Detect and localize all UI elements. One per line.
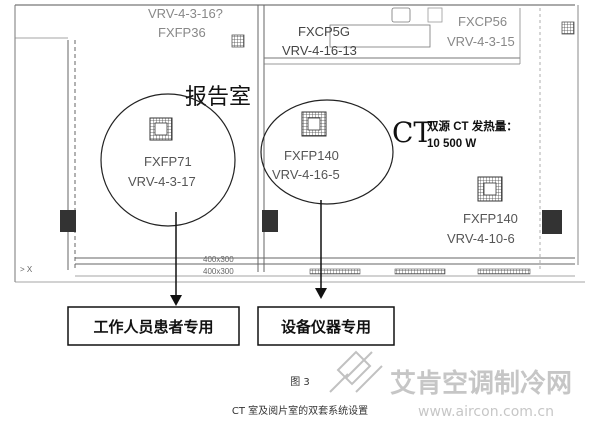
top-right-fxcp-label: FXCP56: [458, 14, 507, 29]
ct-room-name: CT: [392, 116, 432, 149]
ct-heat-note-line1: 双源 CT 发热量：: [426, 119, 518, 133]
top-mid-vrv-label: VRV-4-16-13: [282, 43, 357, 58]
cassette-unit-mid-icon: [301, 111, 327, 137]
top-left-grille: [231, 34, 245, 48]
duct-label-1: 400x300: [203, 255, 234, 264]
report-room-zone-circle: [100, 93, 236, 227]
top-left-vrv-label: VRV-4-3-16?: [148, 6, 223, 21]
unit-right-system: VRV-4-10-6: [447, 231, 515, 246]
unit-mid-model: FXFP140: [284, 148, 339, 163]
top-right-grille: [561, 21, 575, 35]
report-room-name: 报告室: [185, 85, 251, 110]
ct-equipment-zone-circle: [260, 99, 394, 205]
top-chair: [391, 7, 411, 23]
top-right-vrv-label: VRV-4-3-15: [447, 34, 515, 49]
cassette-unit-left-icon: [149, 117, 173, 141]
unit-left-model: FXFP71: [144, 154, 192, 169]
arrow-staff-head: [170, 295, 182, 306]
unit-mid-system: VRV-4-16-5: [272, 167, 340, 182]
top-mid-fxcp-label: FXCP5G: [298, 24, 350, 39]
unit-left-system: VRV-4-3-17: [128, 174, 196, 189]
cad-drawing: > X VRV-4-3-16? FXFP36 FXCP5G VRV-4-16-1…: [14, 4, 585, 306]
duct-label-2: 400x300: [203, 267, 234, 276]
equipment-label: 设备仪器专用: [281, 318, 371, 336]
cassette-unit-right-icon: [477, 176, 503, 202]
ct-heat-note-line2: 10 500 W: [427, 138, 476, 150]
top-left-fxfp-label: FXFP36: [158, 25, 206, 40]
equipment-box: [257, 306, 395, 346]
figure-caption: CT 室及阅片室的双套系统设置: [232, 404, 368, 417]
top-cabinet: [427, 7, 443, 23]
watermark-logo-icon: [329, 350, 383, 393]
watermark: 艾肯空调制冷网 www.aircon.com.cn: [329, 350, 572, 420]
unit-right-model: FXFP140: [463, 211, 518, 226]
column-right: [542, 210, 562, 234]
floor-grille-3: [477, 268, 531, 275]
column-left: [60, 210, 76, 232]
top-counter: [329, 24, 431, 48]
figure-number: 图 3: [290, 376, 310, 388]
axis-mark: > X: [20, 265, 33, 274]
staff-patient-label: 工作人员患者专用: [93, 318, 213, 336]
arrow-equipment-head: [315, 288, 327, 299]
floor-grille-2: [394, 268, 446, 275]
staff-patient-box: [67, 306, 240, 346]
column-middle: [262, 210, 278, 232]
floor-grille-1: [309, 268, 361, 275]
watermark-brand: 艾肯空调制冷网: [390, 368, 572, 399]
watermark-url: www.aircon.com.cn: [418, 404, 554, 420]
